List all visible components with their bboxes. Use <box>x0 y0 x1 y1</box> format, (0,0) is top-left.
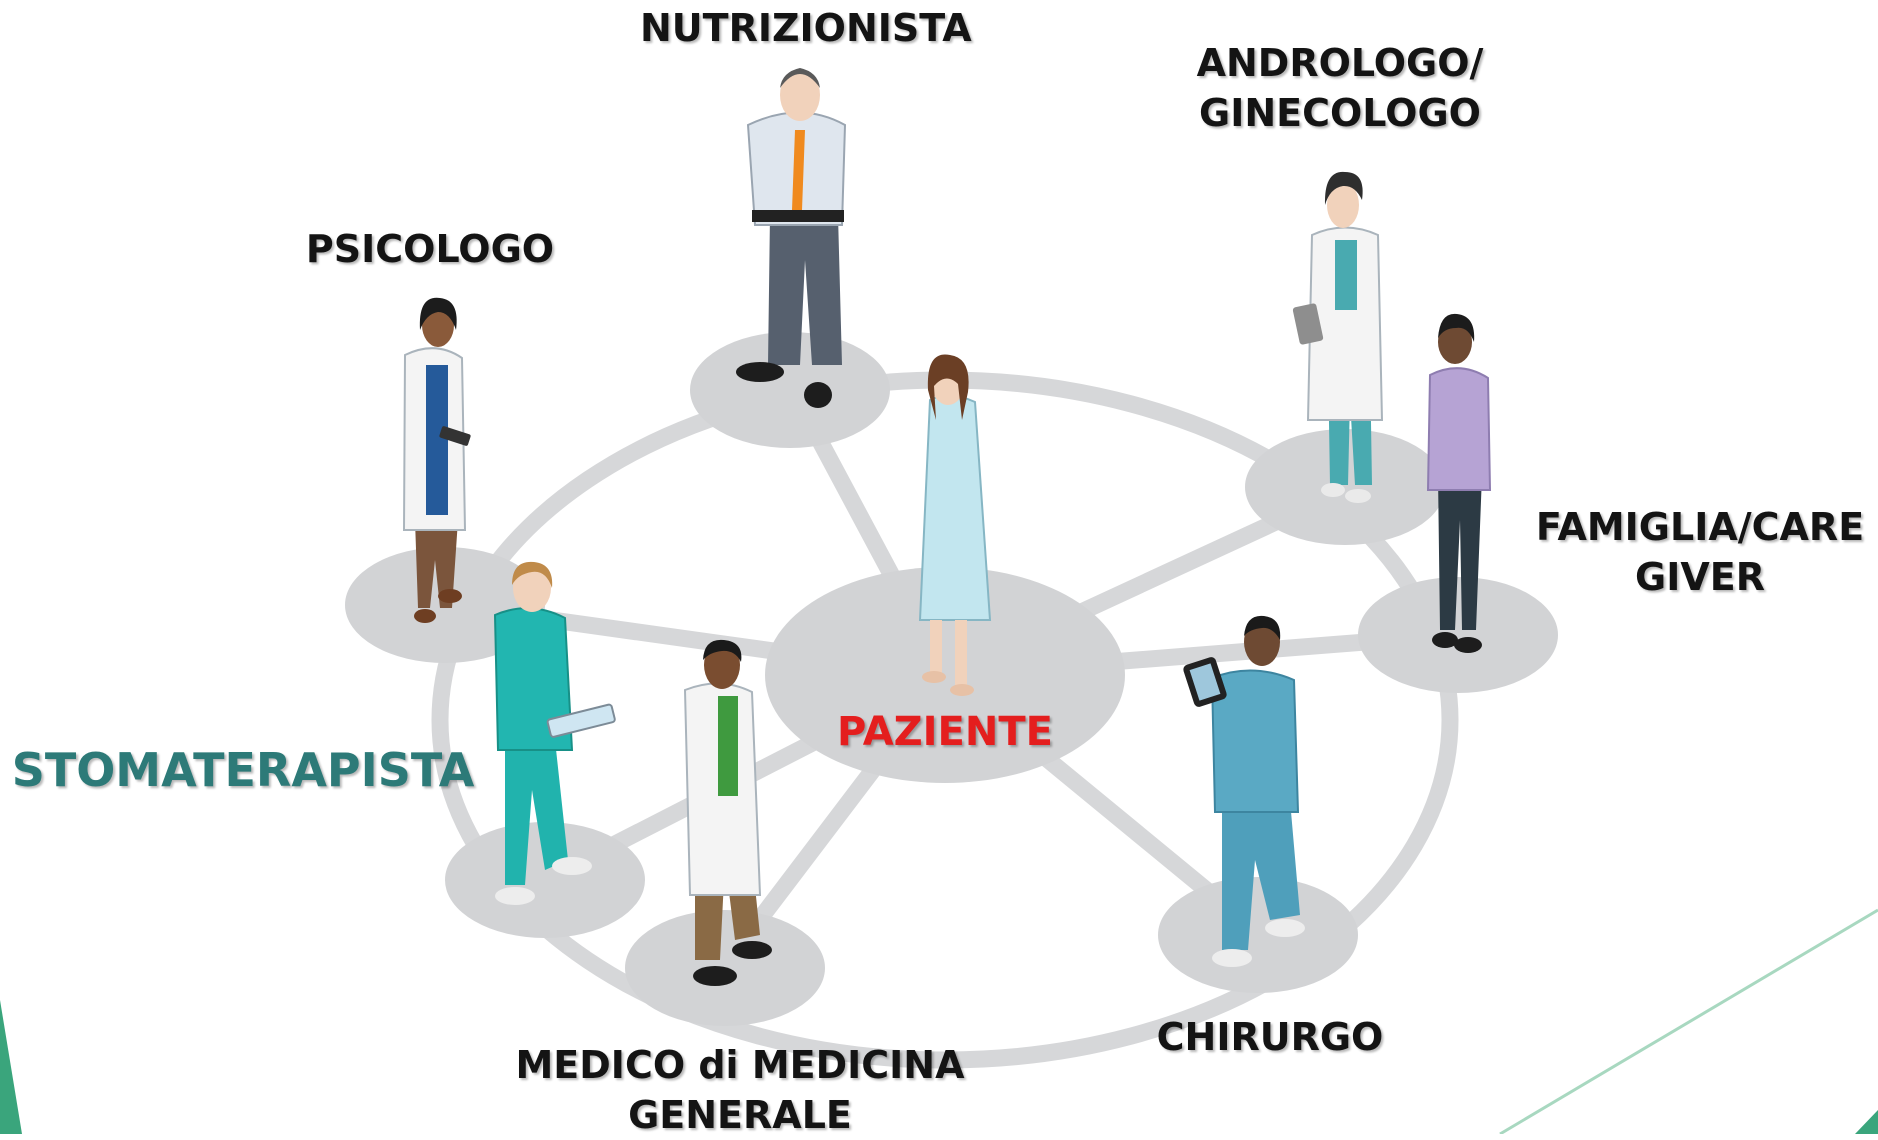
label-stomaterapista: STOMATERAPISTA <box>8 742 478 798</box>
label-nutrizionista-text: NUTRIZIONISTA <box>640 6 972 50</box>
label-stomaterapista-text: STOMATERAPISTA <box>11 743 475 797</box>
network-nodes <box>345 332 1558 1026</box>
node-andrologo <box>1245 429 1445 545</box>
andrologo-figure <box>1292 171 1384 503</box>
nutrizionista-figure <box>736 68 847 408</box>
node-famiglia <box>1358 577 1558 693</box>
medico-figure <box>683 639 772 986</box>
label-paziente: PAZIENTE <box>795 707 1095 757</box>
label-psicologo-text: PSICOLOGO <box>305 227 555 271</box>
label-medico-line2: GENERALE <box>628 1093 852 1137</box>
label-chirurgo: CHIRURGO <box>1140 1012 1400 1062</box>
label-famiglia-line1: FAMIGLIA/CARE <box>1535 505 1865 549</box>
chirurgo-figure <box>1183 615 1305 967</box>
corner-accent-line <box>1499 908 1878 1136</box>
label-psicologo: PSICOLOGO <box>290 224 570 274</box>
label-medico-line1: MEDICO di MEDICINA <box>515 1043 965 1087</box>
label-famiglia: FAMIGLIA/CARE GIVER <box>1520 502 1878 602</box>
corner-accent-right <box>1855 1110 1878 1134</box>
label-medico: MEDICO di MEDICINA GENERALE <box>510 1040 970 1140</box>
label-nutrizionista: NUTRIZIONISTA <box>640 3 972 53</box>
corner-accent-left <box>0 1000 22 1134</box>
stomaterapista-figure <box>493 561 616 905</box>
famiglia-figure <box>1426 313 1492 653</box>
label-andrologo-line2: GINECOLOGO <box>1199 91 1481 135</box>
psicologo-figure <box>402 297 471 623</box>
label-andrologo: ANDROLOGO/ GINECOLOGO <box>1170 38 1510 138</box>
label-paziente-text: PAZIENTE <box>837 709 1053 755</box>
label-chirurgo-text: CHIRURGO <box>1156 1015 1384 1059</box>
node-chirurgo <box>1158 877 1358 993</box>
label-andrologo-line1: ANDROLOGO/ <box>1196 41 1484 85</box>
label-famiglia-line2: GIVER <box>1635 555 1765 599</box>
paziente-figure <box>918 354 992 696</box>
node-stomaterapista <box>445 822 645 938</box>
